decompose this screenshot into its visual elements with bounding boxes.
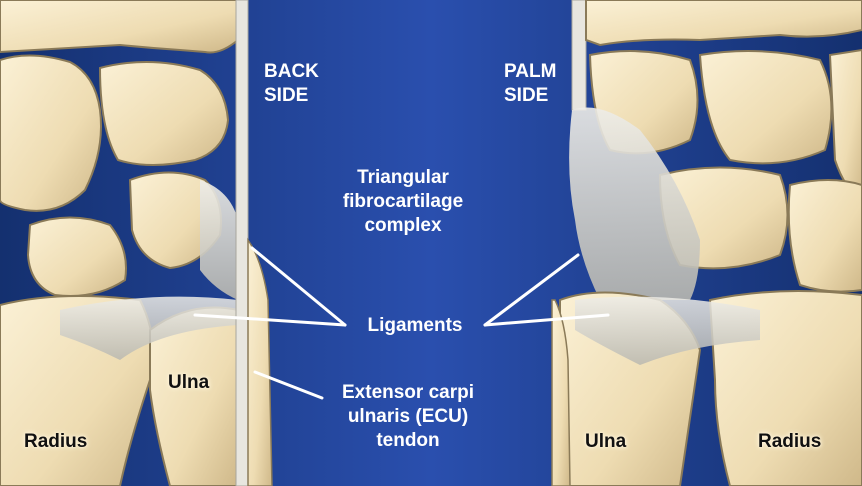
label-back-side-line: BACK bbox=[264, 60, 319, 84]
label-ecu-line: Extensor carpi bbox=[318, 381, 498, 405]
carpal-bone bbox=[0, 0, 238, 53]
label-ulna-left: Ulna bbox=[168, 371, 209, 395]
label-tfcc-line: fibrocartilage bbox=[318, 190, 488, 214]
ecu-tendon bbox=[236, 0, 248, 486]
label-palm-side-line: SIDE bbox=[504, 84, 556, 108]
label-tfcc-line: complex bbox=[318, 214, 488, 238]
tendon-strip-right bbox=[572, 0, 586, 110]
carpal-bone bbox=[0, 55, 101, 210]
label-ulna-right: Ulna bbox=[585, 430, 626, 454]
label-radius-right: Radius bbox=[758, 430, 821, 454]
label-ecu-line: tendon bbox=[318, 429, 498, 453]
label-ecu-line: ulnaris (ECU) bbox=[318, 405, 498, 429]
label-tfcc: Triangular fibrocartilage complex bbox=[318, 166, 488, 238]
carpal-bone bbox=[28, 218, 126, 297]
carpal-bone bbox=[789, 180, 862, 292]
label-back-side-line: SIDE bbox=[264, 84, 319, 108]
label-ecu-tendon: Extensor carpi ulnaris (ECU) tendon bbox=[318, 381, 498, 453]
label-palm-side: PALM SIDE bbox=[504, 60, 556, 108]
label-radius-left: Radius bbox=[24, 430, 87, 454]
label-back-side: BACK SIDE bbox=[264, 60, 319, 108]
carpal-bone bbox=[100, 62, 228, 165]
label-palm-side-line: PALM bbox=[504, 60, 556, 84]
label-ligaments: Ligaments bbox=[345, 314, 485, 338]
label-tfcc-line: Triangular bbox=[318, 166, 488, 190]
